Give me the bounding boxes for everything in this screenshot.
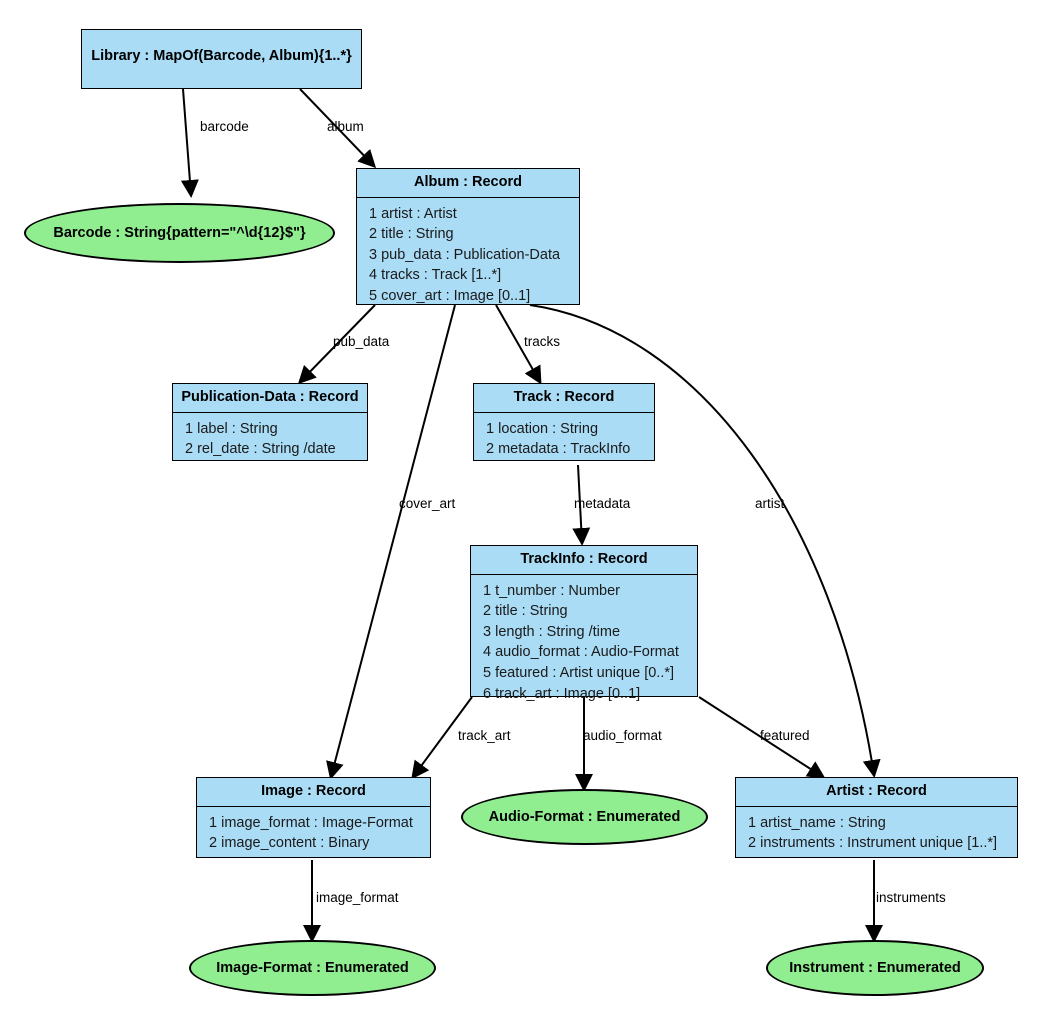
edge-artist <box>529 304 881 778</box>
node-trackinfo-fields: 1 t_number : Number 2 title : String 3 l… <box>471 575 697 711</box>
field-trackinfo-1: 2 title : String <box>483 603 568 620</box>
edge-label-image_format: image_format <box>316 890 399 905</box>
node-publication-data[interactable]: Publication-Data : Record 1 label : Stri… <box>172 383 368 461</box>
node-barcode[interactable]: Barcode : String{pattern="^\d{12}$"} <box>24 203 335 263</box>
edge-tracks <box>495 304 542 385</box>
node-barcode-label: Barcode : String{pattern="^\d{12}$"} <box>53 225 306 241</box>
field-trackinfo-4: 5 featured : Artist unique [0..*] <box>483 664 675 681</box>
field-track-1: 2 metadata : TrackInfo <box>486 441 631 458</box>
node-trackinfo-title: TrackInfo : Record <box>471 546 697 575</box>
node-publication-data-fields: 1 label : String 2 rel_date : String /da… <box>173 413 367 467</box>
edge-label-instruments: instruments <box>876 890 946 905</box>
node-audio-format[interactable]: Audio-Format : Enumerated <box>461 789 708 845</box>
edge-barcode <box>180 88 199 198</box>
node-album-fields: 1 artist : Artist 2 title : String 3 pub… <box>357 198 579 314</box>
edge-label-tracks: tracks <box>524 334 561 349</box>
field-publication-data-1: 2 rel_date : String /date <box>185 441 336 458</box>
field-album-1: 2 title : String <box>369 226 454 243</box>
field-artist-1: 2 instruments : Instrument unique [1..*] <box>748 835 998 852</box>
node-instrument[interactable]: Instrument : Enumerated <box>766 940 984 996</box>
node-image[interactable]: Image : Record 1 image_format : Image-Fo… <box>196 777 431 858</box>
node-audio-format-label: Audio-Format : Enumerated <box>488 809 681 825</box>
field-image-1: 2 image_content : Binary <box>209 835 370 852</box>
edge-label-artist: artist <box>755 496 785 511</box>
node-trackinfo[interactable]: TrackInfo : Record 1 t_number : Number 2… <box>470 545 698 702</box>
edge-label-album: album <box>327 119 364 134</box>
field-trackinfo-0: 1 t_number : Number <box>483 582 621 599</box>
node-album[interactable]: Album : Record 1 artist : Artist 2 title… <box>356 168 580 305</box>
edge-pub_data <box>297 304 376 385</box>
edge-label-barcode: barcode <box>200 119 249 134</box>
node-album-title: Album : Record <box>357 169 579 198</box>
edge-metadata <box>572 464 591 546</box>
edge-cover_art <box>326 304 456 780</box>
edge-label-cover_art: cover_art <box>399 496 456 511</box>
edge-label-track_art: track_art <box>458 728 511 743</box>
node-artist-fields: 1 artist_name : String 2 instruments : I… <box>736 807 1017 861</box>
field-trackinfo-2: 3 length : String /time <box>483 623 621 640</box>
node-artist[interactable]: Artist : Record 1 artist_name : String 2… <box>735 777 1018 858</box>
node-track-title: Track : Record <box>474 384 654 413</box>
field-publication-data-0: 1 label : String <box>185 420 278 437</box>
node-image-format[interactable]: Image-Format : Enumerated <box>189 940 436 996</box>
node-library-title: Library : MapOf(Barcode, Album){1..*} <box>91 48 352 64</box>
field-album-2: 3 pub_data : Publication-Data <box>369 246 561 263</box>
field-trackinfo-3: 4 audio_format : Audio-Format <box>483 644 679 661</box>
node-library[interactable]: Library : MapOf(Barcode, Album){1..*} <box>81 29 362 89</box>
field-album-4: 5 cover_art : Image [0..1] <box>369 287 531 304</box>
field-artist-0: 1 artist_name : String <box>748 814 886 831</box>
node-artist-title: Artist : Record <box>736 778 1017 807</box>
edge-label-metadata: metadata <box>574 496 631 511</box>
node-image-format-label: Image-Format : Enumerated <box>216 960 409 976</box>
node-image-title: Image : Record <box>197 778 430 807</box>
field-trackinfo-5: 6 track_art : Image [0..1] <box>483 685 641 702</box>
node-image-fields: 1 image_format : Image-Format 2 image_co… <box>197 807 430 861</box>
node-track-fields: 1 location : String 2 metadata : TrackIn… <box>474 413 654 467</box>
edge-label-pub_data: pub_data <box>333 334 390 349</box>
edge-label-audio_format: audio_format <box>583 728 662 743</box>
node-publication-data-title: Publication-Data : Record <box>173 384 367 413</box>
field-image-0: 1 image_format : Image-Format <box>209 814 413 831</box>
field-track-0: 1 location : String <box>486 420 599 437</box>
edge-track_art <box>411 696 473 780</box>
edge-album <box>299 88 377 169</box>
edge-label-featured: featured <box>760 728 810 743</box>
edge-featured <box>698 696 826 779</box>
field-album-0: 1 artist : Artist <box>369 205 457 222</box>
field-album-3: 4 tracks : Track [1..*] <box>369 267 502 284</box>
node-track[interactable]: Track : Record 1 location : String 2 met… <box>473 383 655 461</box>
node-instrument-label: Instrument : Enumerated <box>789 960 961 976</box>
